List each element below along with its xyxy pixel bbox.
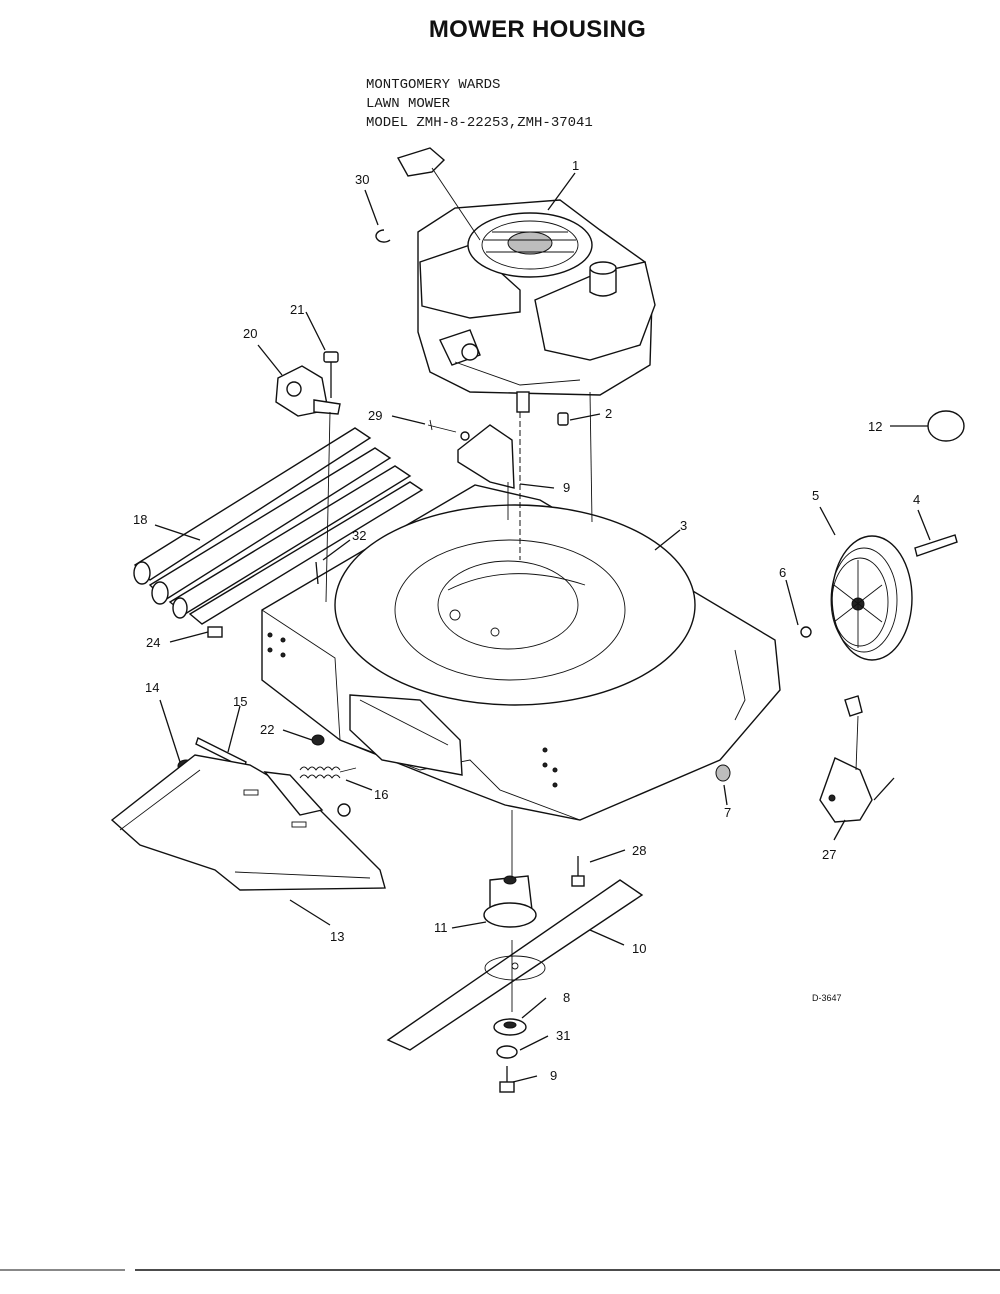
adapter-part-11: [483, 875, 537, 928]
callout-5: 5: [812, 488, 819, 503]
callout-11: 11: [434, 920, 448, 935]
callout-2: 2: [605, 406, 612, 421]
callout-9-bracket: 9: [563, 480, 570, 495]
nut-part-7: [715, 764, 731, 782]
nut-part-22: [311, 734, 325, 746]
callout-31: 31: [556, 1028, 570, 1043]
model-header: MONTGOMERY WARDS LAWN MOWER MODEL ZMH-8-…: [366, 76, 593, 133]
callout-8: 8: [563, 990, 570, 1005]
header-brand: MONTGOMERY WARDS: [366, 77, 501, 93]
callout-9-bolt: 9: [550, 1068, 557, 1083]
header-model: MODEL ZMH-8-22253,ZMH-37041: [366, 115, 593, 131]
callout-27: 27: [822, 847, 836, 862]
bolt-part-21: [323, 351, 339, 398]
callout-30: 30: [355, 172, 369, 187]
callout-24: 24: [146, 635, 160, 650]
blade-part-10: [386, 879, 644, 1051]
callout-1: 1: [572, 158, 579, 173]
drawing-code: D-3647: [812, 993, 842, 1003]
bracket-part-19: [457, 424, 515, 489]
handle-part-18: [133, 427, 424, 625]
callout-labels: 1 2 3 4 5 6 7 8 9 9 10 11 12 13 14 15 16…: [133, 158, 920, 1083]
callout-3: 3: [680, 518, 687, 533]
washer-part-6: [800, 626, 812, 638]
bolt-part-9-blade: [499, 1066, 515, 1093]
lockwasher-part-31: [496, 1045, 518, 1059]
callout-13: 13: [330, 929, 344, 944]
header-product: LAWN MOWER: [366, 96, 451, 112]
callout-21: 21: [290, 302, 304, 317]
chute-part-13: [110, 754, 386, 891]
callout-14: 14: [145, 680, 159, 695]
leader-lines: [154, 172, 931, 1083]
cap-part-12: [927, 410, 965, 442]
wheel-part-5: [830, 535, 913, 661]
callout-7: 7: [724, 805, 731, 820]
callout-29: 29: [368, 408, 382, 423]
bracket-part-20: [275, 365, 341, 417]
adjuster-part-27: [819, 695, 895, 823]
spring-part-16: [299, 766, 357, 779]
callout-16: 16: [374, 787, 388, 802]
housing-deck-part-3: [261, 484, 781, 821]
callout-10: 10: [632, 941, 646, 956]
plug-part-2: [557, 412, 569, 426]
bolt-part-32: [315, 561, 319, 585]
callout-18: 18: [133, 512, 147, 527]
callout-12: 12: [868, 419, 882, 434]
callout-32: 32: [352, 528, 366, 543]
callout-28: 28: [632, 843, 646, 858]
clip-part-30: [375, 229, 391, 243]
callout-6: 6: [779, 565, 786, 580]
bolt-part-4: [914, 534, 958, 557]
engine-part-1: [396, 147, 656, 413]
callout-22: 22: [260, 722, 274, 737]
pin-part-29: [427, 419, 457, 433]
bolt-part-28: [571, 856, 585, 887]
callout-15: 15: [233, 694, 247, 709]
callout-4: 4: [913, 492, 920, 507]
callout-20: 20: [243, 326, 257, 341]
diagram-title: MOWER HOUSING: [428, 16, 647, 43]
clip-part-24: [207, 626, 223, 638]
